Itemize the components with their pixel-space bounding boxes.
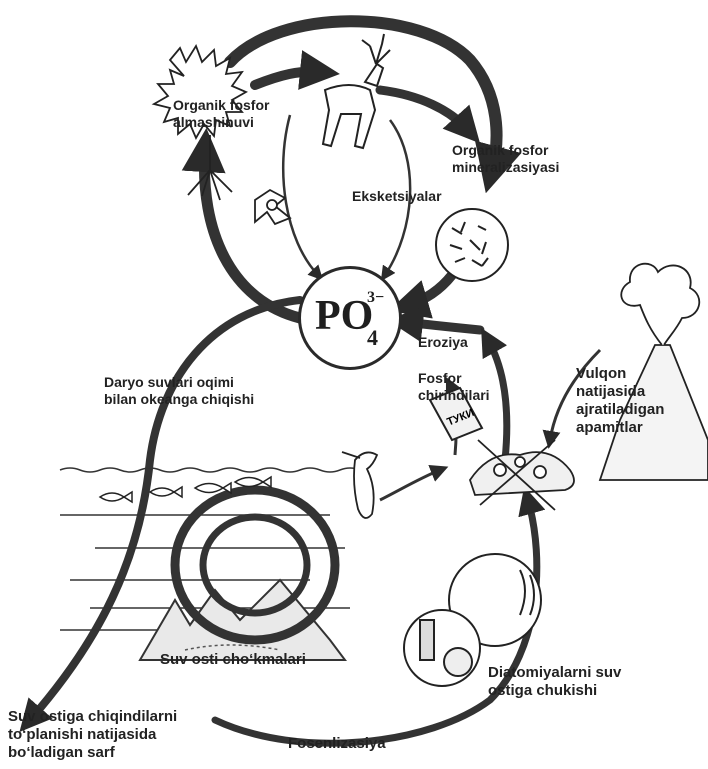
arrow-plant-to-deer [255,72,320,85]
phosphate-charge: 3− [367,289,384,307]
arrow-erosion [405,322,480,330]
arrow-excretion-left [283,115,318,275]
rocks-to-erosion-arrow [488,340,507,460]
label-phosphorization: Fosenlizasiya [288,735,386,753]
phosphate-subscript: 4 [367,325,378,351]
label-bottom-sediments: Suv osti cho‘kmalari [160,651,306,669]
arrow-to-plant [204,150,300,318]
label-diatom-sinking: Diatomiyalarni suv ostiga chukishi [488,664,621,700]
label-phosphorus-fertilizers: Fosfor chirindilari [418,370,490,404]
rock-pile-icon [470,440,574,510]
label-excretions: Eksketsiyalar [352,188,442,205]
bird-icon [342,452,377,518]
label-river-flow: Daryo suvlari oqimi bilan okeanga chiqis… [104,374,254,408]
label-volcano: Vulqon natijasida ajratiladigan apamitla… [576,365,664,437]
label-organic-exchange: Organik fosfor almashinuvi [173,97,269,131]
arrow-bacteria-to-po4 [408,275,452,305]
label-erosion: Eroziya [418,334,468,351]
fish-to-bird-arrow [380,470,440,500]
label-organic-mineralization: Organik fosfor mineralizasiyasi [452,142,559,176]
phosphate-formula: PO [315,295,373,337]
bacteria-icon [436,209,508,281]
phosphate-node: PO 3− 4 [298,266,402,370]
label-bottom-loss: Suv ostiga chiqindilarni to‘planishi nat… [8,708,177,762]
